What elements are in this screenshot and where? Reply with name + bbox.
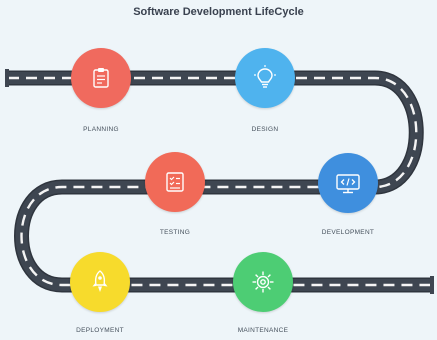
stage-label-deployment: DEPLOYMENT: [76, 327, 124, 334]
stage-deployment: [70, 252, 130, 312]
stage-label-testing: TESTING: [159, 229, 191, 236]
stage-design: [235, 48, 295, 108]
stage-label-planning: PLANNING: [83, 126, 119, 133]
stage-label-development: DEVELOPMENT: [321, 229, 375, 236]
stage-planning: [71, 48, 131, 108]
stage-testing: [145, 152, 205, 212]
stage-maintenance: [233, 252, 293, 312]
stage-label-design: DESIGN: [251, 126, 279, 133]
gear-icon: [252, 271, 274, 293]
rocket-icon: [92, 270, 108, 292]
planning-icon: [93, 68, 109, 88]
stage-development: [318, 153, 378, 213]
testing-icon: [166, 172, 184, 192]
diagram-title: Software Development LifeCycle: [133, 6, 304, 18]
monitor-code-icon: [336, 174, 360, 194]
lightbulb-icon: [254, 65, 276, 88]
stage-label-maintenance: MAINTENANCE: [237, 327, 289, 334]
